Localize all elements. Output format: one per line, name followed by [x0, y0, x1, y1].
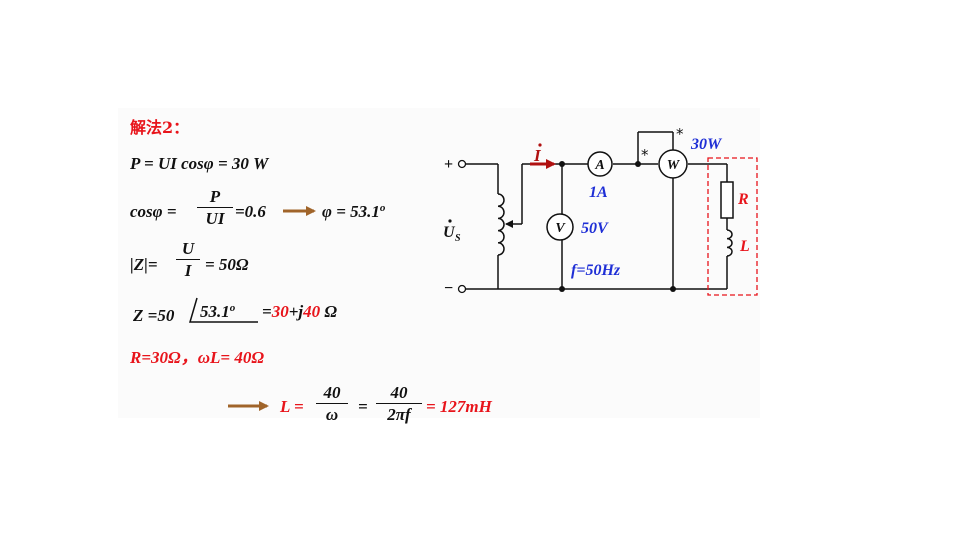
- wattmeter-letter: W: [667, 158, 681, 173]
- z-polar-lhs: Z =50: [133, 306, 175, 325]
- angle-bracket: [189, 297, 258, 323]
- power-equation: P = UI cosφ = 30 W: [130, 154, 269, 173]
- l-fraction-2: 40 2πf: [376, 384, 422, 423]
- junction-dots: [559, 161, 676, 292]
- l-denominator-2: 2πf: [387, 405, 411, 424]
- inductor-symbol: [726, 229, 733, 257]
- terminal-minus: −: [444, 280, 453, 297]
- resistor-symbol: [720, 181, 734, 219]
- cos-numerator: P: [197, 188, 233, 208]
- z-polar-angle: 53.1o: [200, 302, 236, 321]
- l-denominator-1: ω: [325, 405, 339, 424]
- z-numerator: U: [176, 240, 200, 260]
- l-numerator-2: 40: [376, 384, 422, 404]
- z-rect-eq: =: [262, 302, 272, 321]
- z-angle-degree: o: [229, 302, 236, 314]
- z-rect-real: 30: [271, 302, 289, 321]
- voltmeter-letter: V: [555, 221, 566, 236]
- content-panel: [118, 108, 760, 418]
- load-dashed-box: [707, 157, 758, 296]
- cos-fraction: P UI: [197, 188, 233, 227]
- autotransformer-coil: [497, 193, 505, 256]
- ammeter-reading: 1A: [589, 184, 608, 201]
- ammeter-symbol: [587, 151, 613, 177]
- l-fraction-1: 40 ω: [316, 384, 348, 423]
- l-numerator-1: 40: [316, 384, 348, 404]
- z-rect-imag: 40: [303, 302, 321, 321]
- z-rect-unit: Ω: [320, 302, 338, 321]
- z-rect: =30+j40 Ω: [262, 303, 337, 320]
- rl-values: R=30Ω，ωL= 40Ω: [130, 348, 265, 367]
- cos-denominator: UI: [205, 209, 225, 228]
- solution-heading: 解法2：: [130, 118, 190, 137]
- terminal-plus-node: [457, 159, 467, 169]
- terminal-minus-node: [457, 284, 467, 294]
- source-dot: [448, 219, 452, 223]
- phi-value: φ = 53.1: [322, 202, 380, 221]
- source-subscript: S: [455, 233, 461, 244]
- current-dot: [538, 143, 542, 147]
- resistor-label: R: [737, 191, 749, 208]
- cos-value: =0.6: [235, 202, 266, 221]
- polarity-star-2: *: [641, 146, 649, 164]
- l-equals: =: [358, 397, 368, 416]
- wattmeter-reading: 30W: [690, 136, 723, 153]
- ammeter-letter: A: [594, 158, 604, 173]
- polarity-star-1: *: [676, 125, 684, 143]
- z-angle-value: 53.1: [200, 302, 230, 321]
- current-label: I: [533, 146, 542, 165]
- voltmeter-symbol: [546, 213, 574, 241]
- l-result: = 127mH: [426, 397, 492, 416]
- z-rect-plus-j: +j: [288, 302, 304, 321]
- l-lhs: L =: [280, 397, 304, 416]
- phi-degree: o: [379, 202, 386, 214]
- frequency-label: f=50Hz: [571, 262, 621, 279]
- inductor-label: L: [739, 238, 750, 255]
- source-label: U: [443, 224, 456, 241]
- terminal-plus: +: [444, 156, 453, 173]
- z-fraction: U I: [176, 240, 200, 279]
- cos-lhs: cosφ =: [130, 202, 177, 221]
- z-value: = 50Ω: [205, 255, 249, 274]
- z-lhs: |Z|=: [130, 255, 158, 274]
- z-denominator: I: [184, 261, 192, 280]
- wattmeter-symbol: [658, 149, 688, 179]
- voltmeter-reading: 50V: [581, 220, 609, 237]
- phi-result: φ = 53.1o: [322, 202, 386, 221]
